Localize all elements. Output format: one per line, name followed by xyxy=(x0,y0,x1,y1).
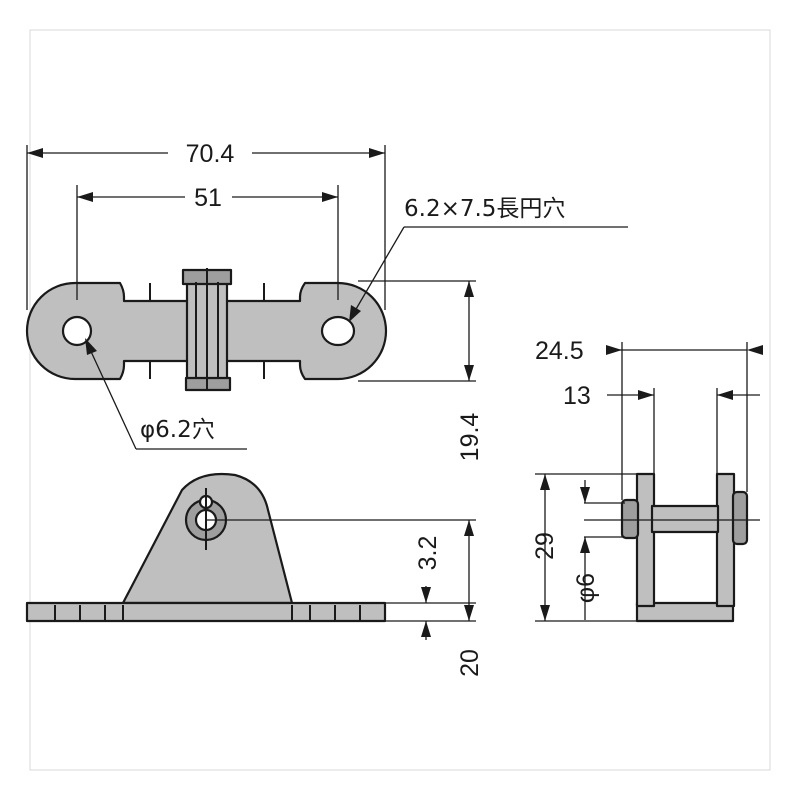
dimension-side-inner-width: 13 xyxy=(563,382,760,410)
side-pin-shaft xyxy=(650,504,720,534)
arrow-up-icon xyxy=(464,281,474,297)
arrow-icon xyxy=(349,305,361,322)
dim-label-19-4: 19.4 xyxy=(456,413,484,462)
arrow-down-icon xyxy=(580,487,590,503)
front-view xyxy=(25,472,476,623)
arrow-down-icon xyxy=(421,587,431,603)
dim-label-24-5: 24.5 xyxy=(535,337,584,365)
dimension-overall-length: 70.4 xyxy=(27,140,385,168)
dim-label-phi-6: φ6 xyxy=(572,573,600,603)
arrow-down-icon xyxy=(540,605,550,621)
oblong-slot xyxy=(320,315,356,347)
dimension-pin-diameter: φ6 xyxy=(572,480,600,620)
side-flange-right xyxy=(715,472,736,608)
dimension-plate-thickness: 3.2 xyxy=(414,536,442,640)
dimension-overall-height: 20 xyxy=(456,520,484,677)
arrow-right-icon xyxy=(322,192,338,202)
arrow-right-icon xyxy=(369,148,385,158)
arrow-up-icon xyxy=(540,474,550,490)
side-flange-left xyxy=(635,472,656,608)
dim-label-29: 29 xyxy=(531,532,559,560)
side-pin-head-right xyxy=(731,490,749,546)
dimension-side-overall-width: 24.5 xyxy=(535,337,763,365)
top-view xyxy=(25,145,476,392)
arrow-left-icon xyxy=(77,192,93,202)
arrow-icon xyxy=(85,338,97,355)
hole-note-leader: φ6.2穴 xyxy=(85,338,247,450)
arrow-right-icon xyxy=(638,390,654,400)
dim-label-70-4: 70.4 xyxy=(186,140,235,168)
dimension-base-width: 19.4 xyxy=(456,281,484,461)
arrow-left-icon xyxy=(717,390,733,400)
arrow-up-icon xyxy=(421,621,431,637)
dim-label-3-2: 3.2 xyxy=(414,536,442,571)
arrow-up-icon xyxy=(580,537,590,553)
arrow-down-icon xyxy=(464,365,474,381)
dimension-pin-height: 29 xyxy=(531,474,559,621)
arrow-left-icon xyxy=(27,148,43,158)
arrow-up-icon xyxy=(464,520,474,536)
dim-label-20: 20 xyxy=(456,649,484,677)
sheet-frame xyxy=(29,29,771,771)
dim-label-51: 51 xyxy=(194,184,222,212)
dimension-hole-pitch: 51 xyxy=(77,184,338,212)
arrow-left-icon xyxy=(747,345,763,355)
arrow-down-icon xyxy=(464,605,474,621)
slot-note-leader: 6.2×7.5長円穴 xyxy=(349,196,628,322)
round-hole xyxy=(61,315,93,347)
slot-note-label: 6.2×7.5長円穴 xyxy=(404,196,565,222)
dim-label-13: 13 xyxy=(563,382,591,410)
side-view xyxy=(535,342,760,623)
arrow-right-icon xyxy=(606,345,622,355)
base-plate-front xyxy=(25,601,387,623)
side-pin-head-left xyxy=(620,498,640,540)
side-base xyxy=(635,601,735,623)
hole-note-label: φ6.2穴 xyxy=(140,417,215,443)
